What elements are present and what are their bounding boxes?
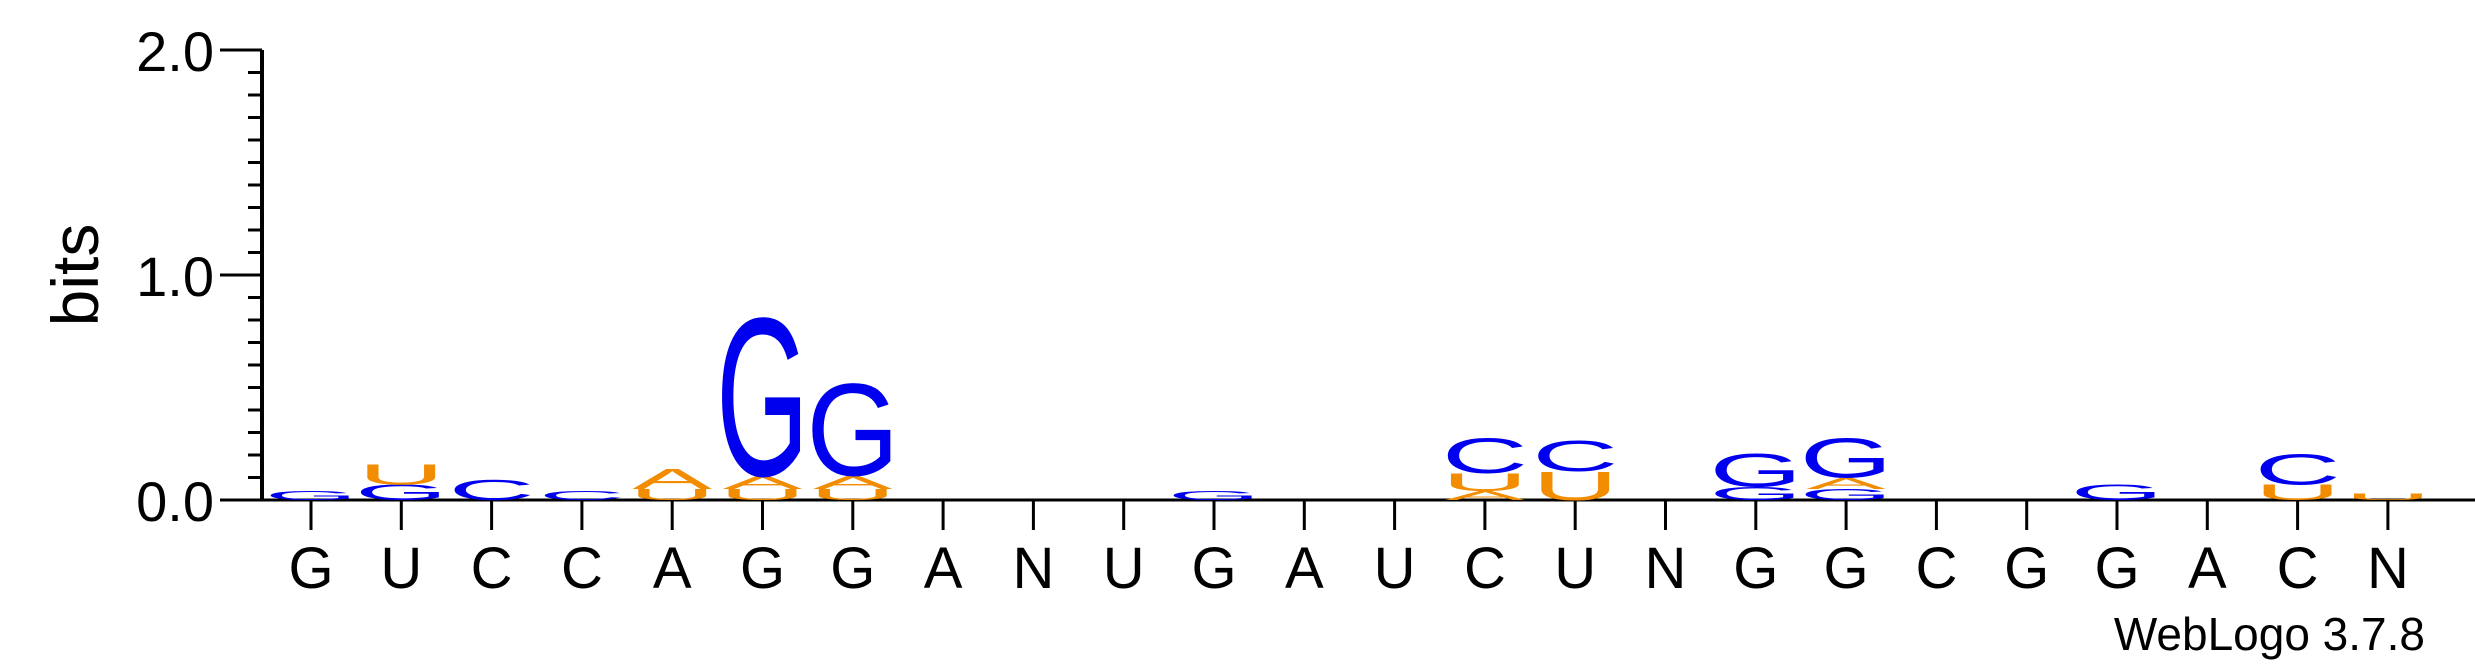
logo-letter: A	[632, 463, 712, 495]
logo-letter: A	[723, 472, 803, 493]
x-tick-label: U	[380, 536, 422, 601]
logo-letter: U	[810, 486, 896, 504]
x-tick-label: G	[830, 536, 875, 601]
x-tick-label: G	[1191, 536, 1236, 601]
footer-text: WebLogo 3.7.8	[2114, 608, 2425, 660]
logo-letter: A	[1445, 489, 1525, 503]
x-tick-label: A	[924, 536, 963, 601]
logo-letter: G	[716, 271, 809, 524]
x-tick-label: C	[561, 536, 603, 601]
logo-letter: U	[2254, 480, 2340, 505]
logo-letter: A	[1806, 475, 1886, 493]
logo-letter: G	[265, 489, 358, 503]
x-tick-label: N	[1645, 536, 1687, 601]
x-tick-label: G	[1733, 536, 1778, 601]
y-tick-label: 0.0	[136, 470, 214, 533]
logo-letter: G	[1168, 489, 1261, 503]
x-tick-label: N	[1012, 536, 1054, 601]
logo-letter: C	[1442, 428, 1528, 484]
logo-letter: U	[358, 459, 444, 491]
y-tick-label: 1.0	[136, 245, 214, 308]
logo-letter: G	[1709, 444, 1802, 496]
logo-letter: U	[1442, 469, 1528, 497]
logo-letter: U	[719, 486, 805, 504]
logo-letter: U	[1532, 463, 1618, 509]
logo-letter: G	[1709, 483, 1802, 504]
x-tick-label: G	[288, 536, 333, 601]
logo-letter: G	[806, 356, 899, 504]
y-tick-label: 2.0	[136, 20, 214, 83]
axes: bits WebLogo 3.7.8	[38, 50, 2475, 660]
logo-letter: C	[448, 475, 534, 507]
x-tick-label: C	[2277, 536, 2319, 601]
x-tick-label: G	[1824, 536, 1869, 601]
x-tick-label: A	[653, 536, 692, 601]
x-tick-label: U	[1374, 536, 1416, 601]
logo-letter: U	[629, 486, 715, 504]
x-tick-label: C	[1464, 536, 1506, 601]
logo-letter: G	[355, 480, 448, 505]
logo-letter: G	[1800, 426, 1893, 490]
logo-letter: C	[539, 489, 625, 503]
logo-letter: A	[813, 472, 893, 493]
x-tick-label: C	[1915, 536, 1957, 601]
logo-letter: G	[1800, 486, 1893, 504]
x-tick-label: G	[2004, 536, 2049, 601]
x-tick-label: C	[471, 536, 513, 601]
x-tick-label: G	[740, 536, 785, 601]
logo-letter: C	[1532, 432, 1618, 481]
x-tick-label: U	[1554, 536, 1596, 601]
x-tick-label: A	[2188, 536, 2227, 601]
logo-letter: C	[2254, 445, 2340, 494]
logo-letter: G	[2071, 480, 2164, 505]
x-tick-label: A	[1285, 536, 1324, 601]
y-axis-label: bits	[38, 224, 112, 327]
logo-letter: U	[2345, 491, 2431, 502]
x-tick-label: U	[1103, 536, 1145, 601]
x-tick-label: N	[2367, 536, 2409, 601]
x-tick-label: G	[2094, 536, 2139, 601]
